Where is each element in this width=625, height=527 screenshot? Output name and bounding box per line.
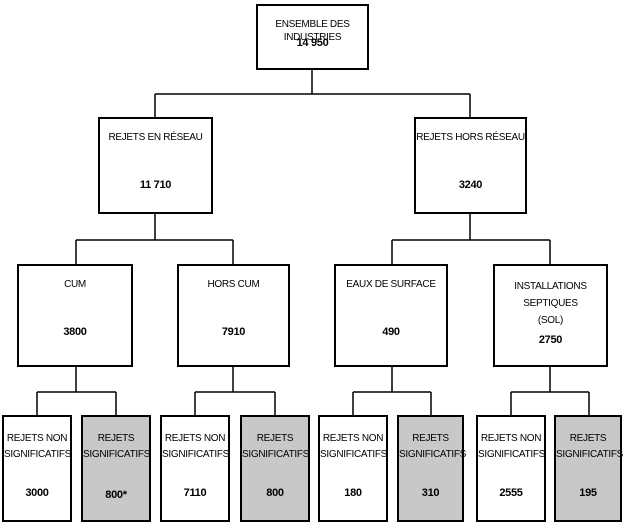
node-cum-rejets-significatifs: REJETS SIGNIFICATIFS 800* [81, 415, 151, 522]
node-value: 7910 [221, 326, 246, 338]
node-ensemble-des-industries: ENSEMBLE DES INDUSTRIES 14 950 [256, 4, 369, 70]
node-label: REJETS SIGNIFICATIFS [83, 433, 151, 460]
node-hors-cum-rejets-significatifs: REJETS SIGNIFICATIFS 800 [240, 415, 310, 522]
node-label: CUM [64, 279, 86, 290]
node-value: 3240 [458, 179, 483, 191]
node-value: 310 [421, 487, 440, 499]
node-label: ENSEMBLE DES INDUSTRIES [275, 19, 350, 43]
node-eaux-rejets-significatifs: REJETS SIGNIFICATIFS 310 [397, 415, 467, 522]
node-label: REJETS NON SIGNIFICATIFS [4, 433, 72, 460]
node-value: 11 710 [139, 179, 172, 191]
node-cum: CUM 3800 [17, 264, 133, 367]
node-label: REJETS NON SIGNIFICATIFS [162, 433, 230, 460]
node-value: 7110 [183, 487, 207, 499]
node-value: 180 [344, 487, 362, 499]
node-value: 800* [105, 489, 127, 501]
node-value: 3000 [25, 487, 49, 499]
node-eaux-rejets-non-significatifs: REJETS NON SIGNIFICATIFS 180 [318, 415, 388, 522]
node-installations-septiques: INSTALLATIONS SEPTIQUES (SOL) 2750 [493, 264, 608, 367]
node-rejets-en-reseau: REJETS EN RÉSEAU 11 710 [98, 117, 213, 214]
node-label: INSTALLATIONS SEPTIQUES (SOL) [514, 281, 587, 326]
node-label: REJETS NON SIGNIFICATIFS [320, 433, 388, 460]
node-value: 490 [382, 326, 400, 338]
node-value: 195 [579, 487, 597, 499]
node-value: 14 950 [296, 37, 329, 49]
node-label: EAUX DE SURFACE [346, 279, 436, 290]
node-label: REJETS HORS RÉSEAU [416, 132, 525, 143]
node-value: 800 [266, 487, 284, 499]
node-value: 2750 [538, 334, 563, 346]
node-label: REJETS EN RÉSEAU [108, 132, 203, 143]
node-label: REJETS NON SIGNIFICATIFS [478, 433, 546, 460]
node-hors-cum-rejets-non-significatifs: REJETS NON SIGNIFICATIFS 7110 [160, 415, 230, 522]
node-label: REJETS SIGNIFICATIFS [399, 433, 467, 460]
node-label: HORS CUM [207, 279, 260, 290]
node-installations-rejets-non-significatifs: REJETS NON SIGNIFICATIFS 2555 [476, 415, 546, 522]
node-eaux-de-surface: EAUX DE SURFACE 490 [334, 264, 448, 367]
node-hors-cum: HORS CUM 7910 [177, 264, 290, 367]
node-label: REJETS SIGNIFICATIFS [242, 433, 310, 460]
node-installations-rejets-significatifs: REJETS SIGNIFICATIFS 195 [554, 415, 624, 522]
node-value: 3800 [63, 326, 87, 338]
node-cum-rejets-non-significatifs: REJETS NON SIGNIFICATIFS 3000 [2, 415, 72, 522]
node-rejets-hors-reseau: REJETS HORS RÉSEAU 3240 [414, 117, 527, 214]
node-label: REJETS SIGNIFICATIFS [556, 433, 624, 460]
node-value: 2555 [499, 487, 523, 499]
